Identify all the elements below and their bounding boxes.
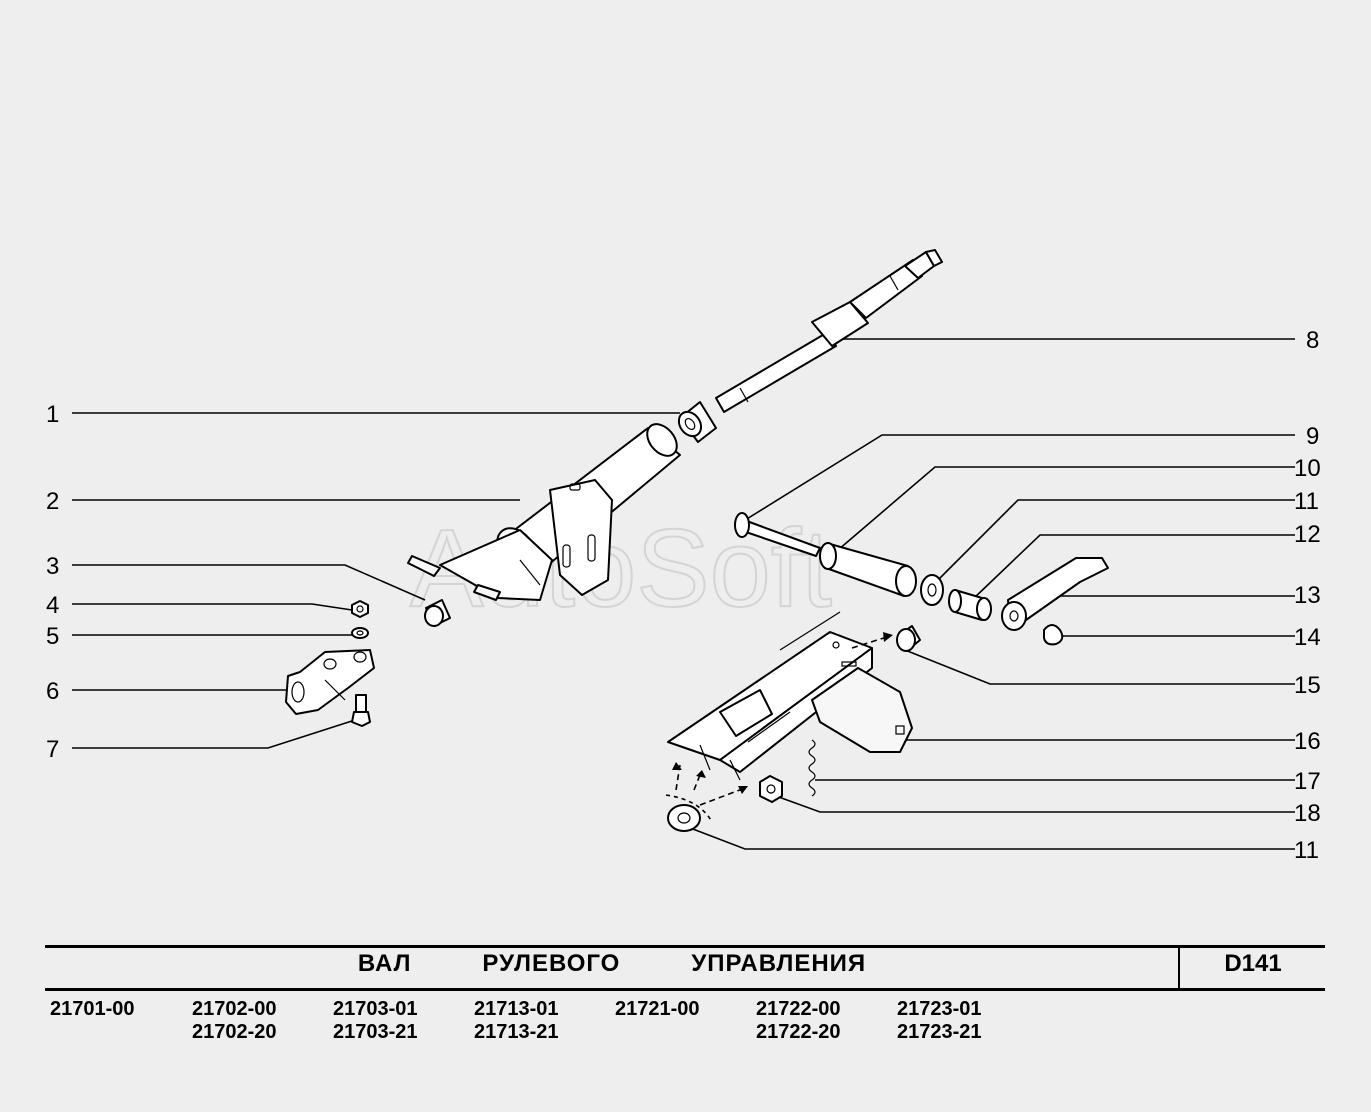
model-code: 21713-21 bbox=[474, 1021, 559, 1043]
spacer-sleeve bbox=[424, 599, 451, 627]
model-code: 21723-21 bbox=[897, 1021, 982, 1043]
bolt bbox=[351, 694, 371, 727]
callout-10: 10 bbox=[1294, 455, 1321, 482]
model-group-5: 21721-00 bbox=[615, 998, 700, 1021]
callout-5: 5 bbox=[46, 623, 59, 650]
callout-1: 1 bbox=[46, 401, 59, 428]
bushing bbox=[677, 401, 717, 443]
callout-11: 11 bbox=[1294, 488, 1319, 515]
washer-lower bbox=[667, 804, 701, 832]
callout-3: 3 bbox=[46, 553, 59, 580]
callout-4: 4 bbox=[46, 592, 59, 619]
callout-14: 14 bbox=[1294, 624, 1321, 651]
locking-nut bbox=[759, 775, 783, 803]
footer-top-rule bbox=[45, 945, 1325, 948]
model-group-2: 21702-00 21702-20 bbox=[192, 998, 277, 1044]
adjustment-sleeve bbox=[819, 542, 917, 597]
callout-17: 17 bbox=[1294, 768, 1321, 795]
tension-spring bbox=[808, 739, 816, 797]
callout-7: 7 bbox=[46, 736, 59, 763]
lock-clip bbox=[1043, 624, 1064, 646]
universal-joint bbox=[285, 649, 375, 715]
callout-18: 18 bbox=[1294, 800, 1321, 827]
model-group-1: 21701-00 bbox=[50, 998, 135, 1021]
footer-bottom-rule bbox=[45, 988, 1325, 991]
callout-2: 2 bbox=[46, 488, 59, 515]
adjustment-lever bbox=[1001, 557, 1109, 631]
model-group-7: 21723-01 21723-21 bbox=[897, 998, 982, 1044]
callout-labels: 1 2 3 4 5 6 7 8 9 10 11 12 13 14 15 16 1… bbox=[46, 327, 1321, 864]
steering-column-tube bbox=[407, 423, 681, 601]
callout-9: 9 bbox=[1306, 423, 1319, 450]
callout-16: 16 bbox=[1294, 728, 1321, 755]
pin bbox=[896, 625, 921, 652]
model-code: 21721-00 bbox=[615, 998, 700, 1020]
steering-shaft-diagram: AutoSoft bbox=[46, 249, 1321, 864]
diagram-code: D141 bbox=[1224, 950, 1282, 977]
footer-divider bbox=[1178, 945, 1180, 990]
mounting-bracket bbox=[667, 611, 913, 781]
model-group-3: 21703-01 21703-21 bbox=[333, 998, 418, 1044]
callout-11-lower: 11 bbox=[1294, 837, 1319, 864]
model-code: 21702-20 bbox=[192, 1021, 277, 1043]
washer-large bbox=[920, 574, 944, 606]
nut bbox=[351, 600, 369, 618]
washer bbox=[351, 627, 369, 639]
callout-6: 6 bbox=[46, 678, 59, 705]
model-code: 21703-21 bbox=[333, 1021, 418, 1043]
model-group-6: 21722-00 21722-20 bbox=[756, 998, 841, 1044]
splined-nut bbox=[948, 589, 992, 621]
model-code: 21723-01 bbox=[897, 998, 982, 1020]
steering-shaft bbox=[715, 249, 943, 413]
model-code: 21713-01 bbox=[474, 998, 559, 1020]
callout-12: 12 bbox=[1294, 521, 1321, 548]
model-code: 21702-00 bbox=[192, 998, 277, 1020]
model-code: 21701-00 bbox=[50, 998, 135, 1020]
callout-15: 15 bbox=[1294, 672, 1321, 699]
model-code: 21722-00 bbox=[756, 998, 841, 1020]
model-code: 21703-01 bbox=[333, 998, 418, 1020]
model-group-4: 21713-01 21713-21 bbox=[474, 998, 559, 1044]
long-bolt bbox=[734, 512, 821, 557]
model-code: 21722-20 bbox=[756, 1021, 841, 1043]
diagram-title: ВАЛ РУЛЕВОГО УПРАВЛЕНИЯ bbox=[357, 950, 867, 977]
assembly-arrows bbox=[665, 632, 893, 823]
leader-lines bbox=[72, 338, 1295, 850]
callout-13: 13 bbox=[1294, 582, 1321, 609]
callout-8: 8 bbox=[1306, 327, 1319, 354]
